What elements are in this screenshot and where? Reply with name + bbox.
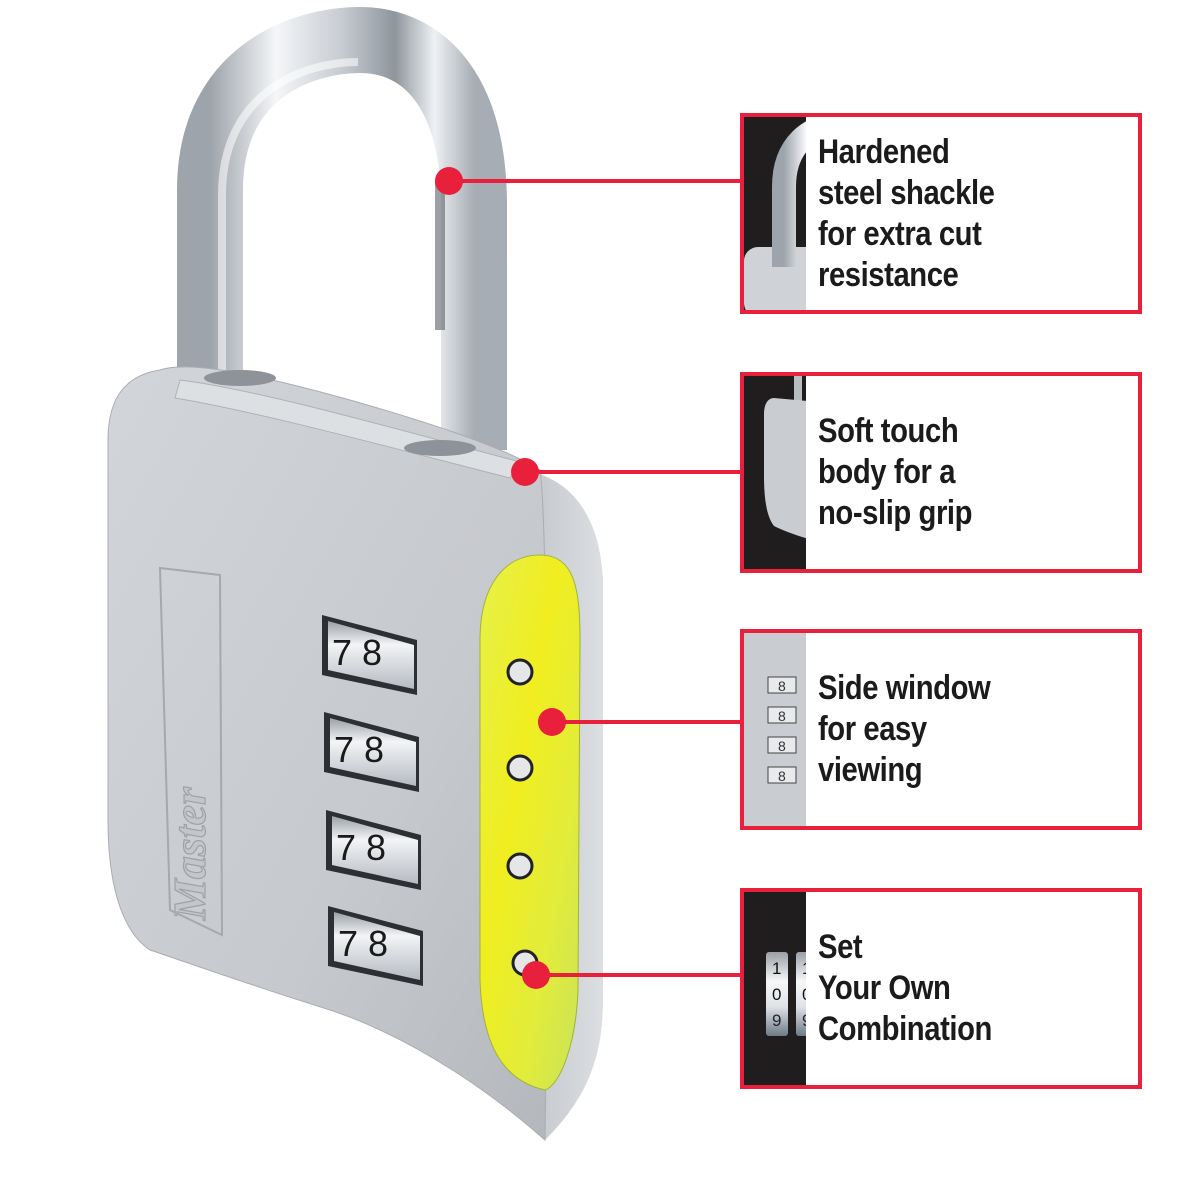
brand-text: Master (164, 786, 215, 921)
dial-column: 7 8 7 8 7 8 7 8 (322, 615, 423, 986)
shackle (177, 6, 507, 450)
svg-text:7 8: 7 8 (334, 729, 384, 770)
dial: 7 8 (324, 712, 419, 792)
svg-text:7 8: 7 8 (338, 923, 388, 964)
svg-text:7 8: 7 8 (332, 632, 382, 673)
callout-body: 8 8 8 8 Soft touch body for a no-slip gr… (740, 372, 1142, 573)
svg-text:7 8: 7 8 (336, 827, 386, 868)
callout-label: Soft touch body for a no-slip grip (818, 412, 973, 532)
marker-dot-combination (522, 961, 550, 989)
callout-window: 8 8 8 8 Side window for easy viewing (740, 629, 1142, 830)
svg-text:0: 0 (802, 985, 806, 1004)
svg-text:0: 0 (772, 985, 781, 1004)
svg-text:8: 8 (778, 738, 786, 754)
callout-label: Side window for easy viewing (818, 669, 991, 789)
dial: 7 8 (328, 906, 423, 986)
side-window (479, 554, 581, 1091)
svg-text:9: 9 (772, 1011, 781, 1030)
callout-combination: 1 0 9 1 0 9 1 0 9 1 (740, 888, 1142, 1089)
combo-wheel: 1 0 9 (766, 952, 788, 1036)
marker-dot-window (538, 708, 566, 736)
marker-dot-body (511, 458, 539, 486)
thumbnail-shackle (744, 117, 806, 310)
svg-text:1: 1 (772, 959, 781, 978)
callout-shackle: Hardened steel shackle for extra cut res… (740, 113, 1142, 314)
svg-text:8: 8 (778, 678, 786, 694)
thumbnail-dial-wheels: 1 0 9 1 0 9 1 0 9 1 (744, 892, 806, 1085)
dial: 7 8 (326, 810, 421, 890)
dial: 7 8 (322, 615, 417, 695)
svg-text:8: 8 (778, 768, 786, 784)
callout-label: Set Your Own Combination (818, 928, 992, 1048)
thumbnail-window: 8 8 8 8 (744, 633, 806, 826)
combo-wheel: 1 0 9 (796, 952, 806, 1036)
callout-leaders (435, 167, 742, 989)
thumbnail-body: 8 8 8 8 (744, 376, 806, 569)
callout-label: Hardened steel shackle for extra cut res… (818, 132, 995, 294)
window-wheel (506, 658, 539, 977)
svg-text:9: 9 (802, 1011, 806, 1030)
svg-text:8: 8 (778, 708, 786, 724)
svg-text:1: 1 (802, 959, 806, 978)
brand-plate: Master (158, 566, 224, 937)
marker-dot-shackle (435, 167, 463, 195)
